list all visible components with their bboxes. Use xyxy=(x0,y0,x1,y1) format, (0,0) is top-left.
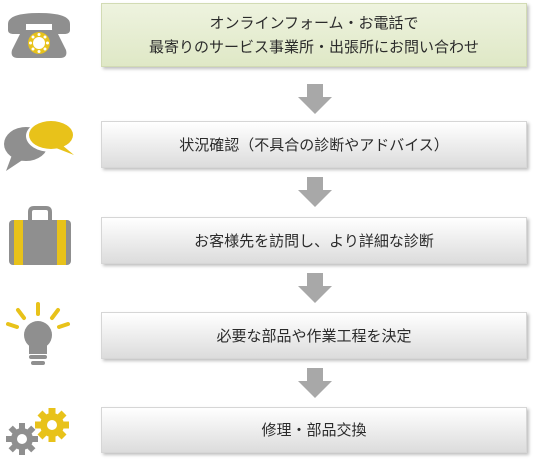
telephone-icon xyxy=(8,13,70,58)
down-arrow-2 xyxy=(298,177,332,207)
step-3-box: お客様先を訪問し、より詳細な診断 xyxy=(101,217,527,264)
gears-icon xyxy=(6,408,69,455)
step-5-label: 修理・部品交換 xyxy=(261,421,367,439)
step-5-box: 修理・部品交換 xyxy=(101,407,527,453)
step-4-box: 必要な部品や作業工程を決定 xyxy=(101,312,527,359)
toolbox-icon xyxy=(9,206,71,265)
down-arrow-1 xyxy=(298,84,332,114)
step-1-line-2: 最寄りのサービス事業所・出張所にお問い合わせ xyxy=(148,38,479,56)
step-4-label: 必要な部品や作業工程を決定 xyxy=(216,326,412,345)
down-arrow-4 xyxy=(298,368,332,398)
step-1-line-1: オンラインフォーム・お電話で xyxy=(209,14,419,32)
down-arrow-3 xyxy=(298,273,332,303)
light-bulb-icon xyxy=(6,302,70,365)
step-3-label: お客様先を訪問し、より詳細な診断 xyxy=(194,231,434,250)
step-2-label: 状況確認（不具合の診断やアドバイス） xyxy=(179,135,449,154)
speech-bubbles-icon xyxy=(4,120,76,171)
step-2-box: 状況確認（不具合の診断やアドバイス） xyxy=(101,121,527,168)
step-1-contact-box: オンラインフォーム・お電話で 最寄りのサービス事業所・出張所にお問い合わせ xyxy=(101,3,527,67)
